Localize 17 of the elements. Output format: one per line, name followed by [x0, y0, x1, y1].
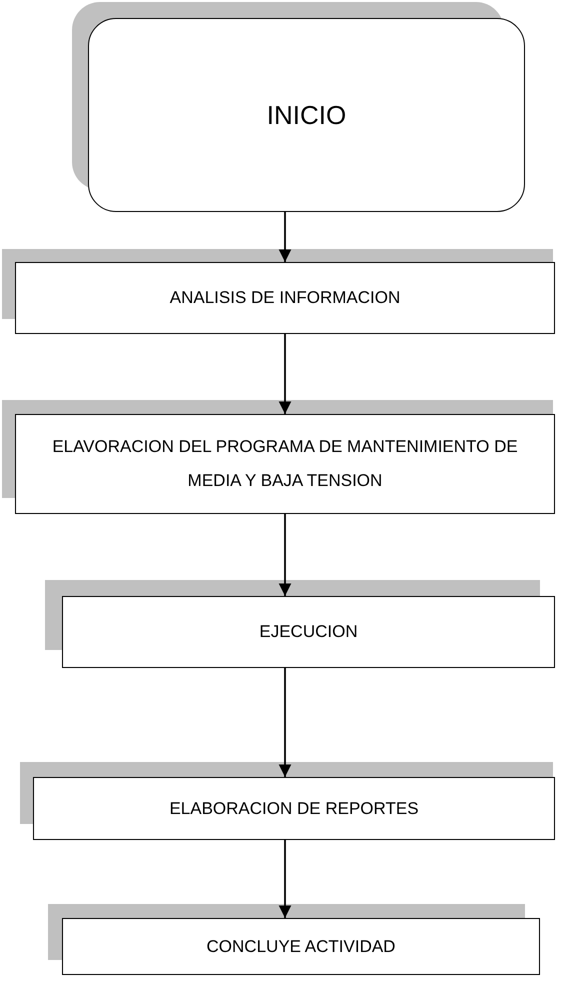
- arrow: [278, 668, 292, 777]
- process-box: [33, 777, 555, 840]
- arrow: [278, 334, 292, 414]
- process-box: [62, 918, 540, 975]
- box-label: ELAVORACION DEL PROGRAMA DE MANTENIMIENTO DE MEDIA Y BAJA TENSION: [51, 436, 519, 492]
- box-label: INICIO: [266, 99, 348, 132]
- start-box: [88, 18, 525, 212]
- arrow: [278, 212, 292, 262]
- box-label: EJECUCION: [258, 621, 359, 643]
- box-label: ANALISIS DE INFORMACION: [168, 287, 402, 309]
- arrow: [278, 514, 292, 596]
- box-label: ELABORACION DE REPORTES: [168, 798, 420, 820]
- process-box: [15, 414, 555, 514]
- process-box: [62, 596, 555, 668]
- arrow: [278, 840, 292, 918]
- process-box: [15, 262, 555, 334]
- box-label: CONCLUYE ACTIVIDAD: [206, 936, 396, 958]
